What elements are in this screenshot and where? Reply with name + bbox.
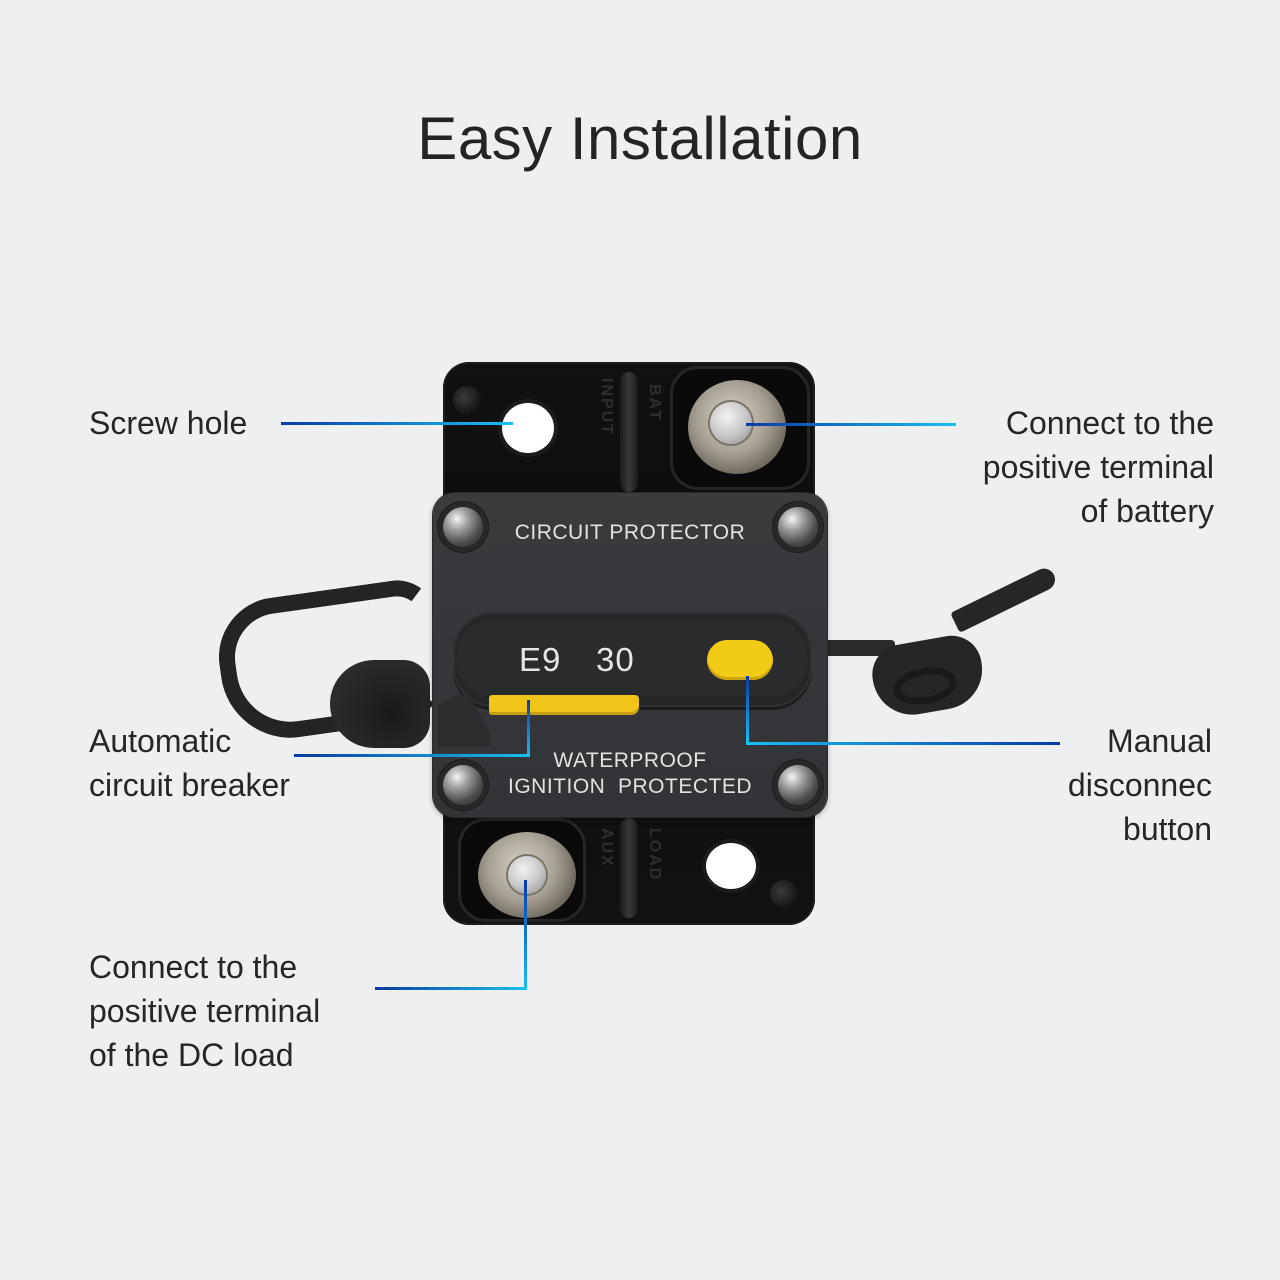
screw-top-left-icon — [443, 507, 483, 547]
callout-line-manual-v — [746, 676, 749, 743]
rubber-cap-plug-left — [330, 660, 430, 748]
screw-top-right-icon — [778, 507, 818, 547]
rubber-cap-tail-right — [950, 564, 1059, 633]
amperage-rating: 30 — [596, 641, 635, 678]
callout-text: Manual — [1107, 723, 1212, 759]
callout-screw-hole: Screw hole — [89, 401, 247, 445]
callout-text: of the DC load — [89, 1037, 294, 1073]
callout-text: disconnec — [1067, 767, 1212, 803]
page-title: Easy Installation — [417, 105, 863, 172]
peg-icon — [770, 880, 798, 908]
model-code: E9 — [519, 641, 562, 678]
callout-line-manual-h — [746, 742, 1060, 745]
battery-terminal-stud — [710, 402, 752, 444]
callout-text: Connect to the — [1005, 405, 1214, 441]
screw-hole-top — [502, 403, 554, 453]
screw-bottom-left-icon — [443, 765, 483, 805]
callout-line-battery — [746, 423, 956, 426]
peg-icon — [453, 386, 481, 414]
emboss-input: INPUT — [598, 378, 615, 436]
callout-automatic-breaker: Automatic circuit breaker — [89, 719, 290, 807]
callout-manual-disconnect: Manual disconnec button — [960, 719, 1212, 851]
callout-line-auto-breaker-h — [294, 754, 529, 757]
callout-text: circuit breaker — [89, 767, 290, 803]
callout-line-dc-load-h — [375, 987, 527, 990]
callout-text: Connect to the — [89, 949, 298, 985]
divider-rib-bottom — [620, 818, 638, 918]
callout-text: button — [1123, 811, 1212, 847]
emboss-aux: AUX — [598, 828, 615, 868]
callout-text: positive terminal — [982, 449, 1214, 485]
emboss-load: LOAD — [646, 828, 663, 882]
rubber-cap-strap-right — [825, 640, 895, 656]
cover-label-ignition: IGNITION PROTECTED — [507, 775, 752, 798]
callout-line-dc-load-v — [524, 880, 527, 990]
emboss-bat: BAT — [646, 384, 663, 422]
divider-rib-top — [620, 372, 638, 492]
callout-text: of battery — [1080, 493, 1214, 529]
cover-label-top: CIRCUIT PROTECTOR — [514, 521, 746, 544]
callout-text: Screw hole — [89, 405, 248, 441]
callout-line-auto-breaker-v — [527, 700, 530, 757]
cover-label-waterproof: WATERPROOF — [553, 749, 707, 772]
screw-hole-bottom — [706, 843, 756, 889]
screw-bottom-right-icon — [778, 765, 818, 805]
load-terminal-stud — [508, 856, 546, 894]
callout-line-screw-hole — [281, 422, 513, 425]
manual-disconnect-button[interactable] — [707, 640, 773, 680]
callout-text: Automatic — [89, 723, 232, 759]
callout-battery-terminal: Connect to the positive terminal of batt… — [900, 401, 1214, 533]
callout-dc-load-terminal: Connect to the positive terminal of the … — [89, 945, 320, 1077]
callout-text: positive terminal — [89, 993, 321, 1029]
automatic-trip-indicator — [489, 695, 639, 715]
